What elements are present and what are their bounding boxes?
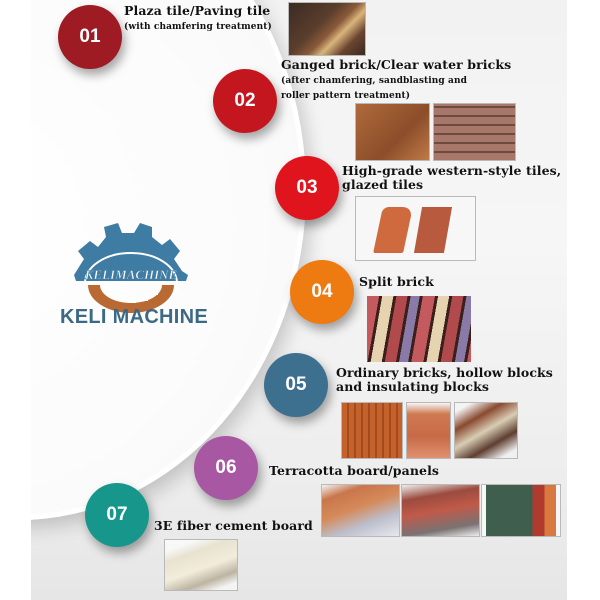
step-07-badge: 07 bbox=[85, 483, 149, 547]
step-04-title: Split brick bbox=[359, 274, 434, 289]
keli-gear-logo-icon: KELIMACHINE bbox=[74, 223, 188, 314]
fiber-cement-board-photo bbox=[164, 539, 238, 591]
svg-text:KELIMACHINE: KELIMACHINE bbox=[84, 267, 178, 282]
step-07-title: 3E fiber cement board bbox=[154, 518, 313, 533]
step-03-badge: 03 bbox=[275, 156, 339, 220]
hollow-brick-photo bbox=[355, 103, 430, 161]
terracotta-panel-photo bbox=[401, 484, 480, 537]
brand-name: KELI MACHINE bbox=[60, 306, 209, 328]
insulating-block-photo bbox=[454, 402, 518, 459]
step-01-badge: 01 bbox=[58, 5, 122, 69]
ordinary-brick-photo bbox=[406, 402, 451, 459]
step-03-title: High-grade western-style tiles,glazed ti… bbox=[342, 163, 562, 192]
roof-tiles-photo bbox=[355, 196, 476, 261]
paving-tile-photo bbox=[288, 2, 366, 56]
terracotta-wall-photo bbox=[481, 484, 561, 537]
step-06-title: Terracotta board/panels bbox=[269, 463, 440, 478]
step-01-title: Plaza tile/Paving tile(with chamfering t… bbox=[124, 3, 272, 33]
step-06-badge: 06 bbox=[194, 436, 258, 500]
step-04-badge: 04 bbox=[290, 260, 354, 324]
step-02-badge: 02 bbox=[213, 69, 277, 133]
infographic-canvas: KELIMACHINE KELI MACHINE 01 Plaza tile/P… bbox=[31, 0, 567, 600]
terracotta-board-photo bbox=[321, 484, 400, 537]
split-brick-photo bbox=[367, 296, 471, 362]
hollow-block-photo bbox=[341, 402, 403, 459]
step-02-title: Ganged brick/Clear water bricks(after ch… bbox=[281, 57, 512, 102]
brick-wall-photo bbox=[433, 103, 516, 161]
step-05-badge: 05 bbox=[264, 353, 328, 417]
